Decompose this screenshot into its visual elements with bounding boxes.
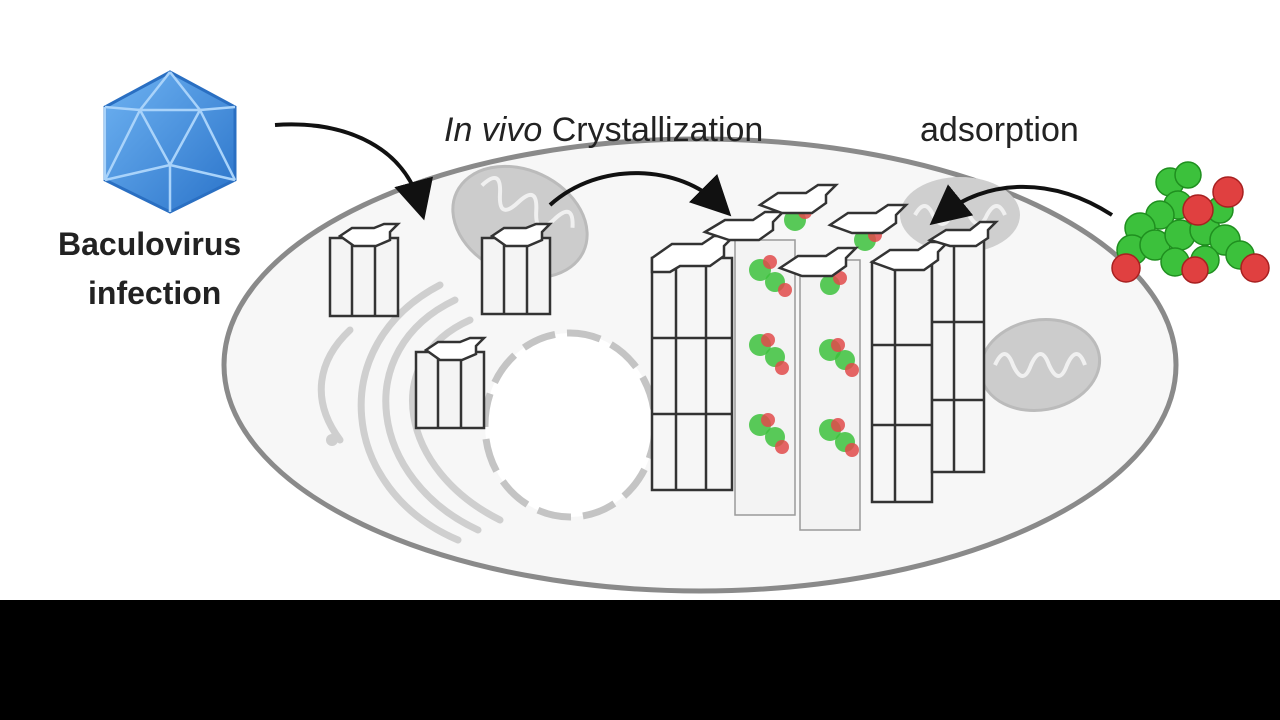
nucleus (481, 329, 659, 521)
label-in-vivo: In vivo (444, 111, 543, 149)
guest-molecules (749, 205, 882, 457)
label-baculovirus: Baculovirus (58, 226, 242, 262)
illustration-canvas: Baculovirus infection In vivo Crystalliz… (58, 70, 1270, 594)
baculovirus-icon (103, 70, 237, 214)
crystal-lattice (650, 183, 1000, 531)
label-crystallization: Crystallization (551, 111, 764, 149)
letterbox-bar (0, 600, 1280, 720)
arrow-to-crystal (548, 171, 732, 217)
endoplasmic-reticulum (317, 281, 504, 544)
crystal-unit-3 (414, 336, 488, 430)
arrow-virus-to-cell (274, 122, 433, 221)
arrow-molecule-to-crystal (929, 184, 1114, 226)
label-infection: infection (88, 275, 222, 311)
crystal-unit-1 (328, 222, 402, 318)
title-in-vivo-crystallization: In vivo Crystallization (444, 113, 763, 147)
crystal-unit-2 (480, 222, 554, 316)
label-adsorption: adsorption (920, 111, 1079, 149)
guest-molecule-icon (1111, 161, 1270, 284)
diagram-svg (103, 70, 1270, 594)
